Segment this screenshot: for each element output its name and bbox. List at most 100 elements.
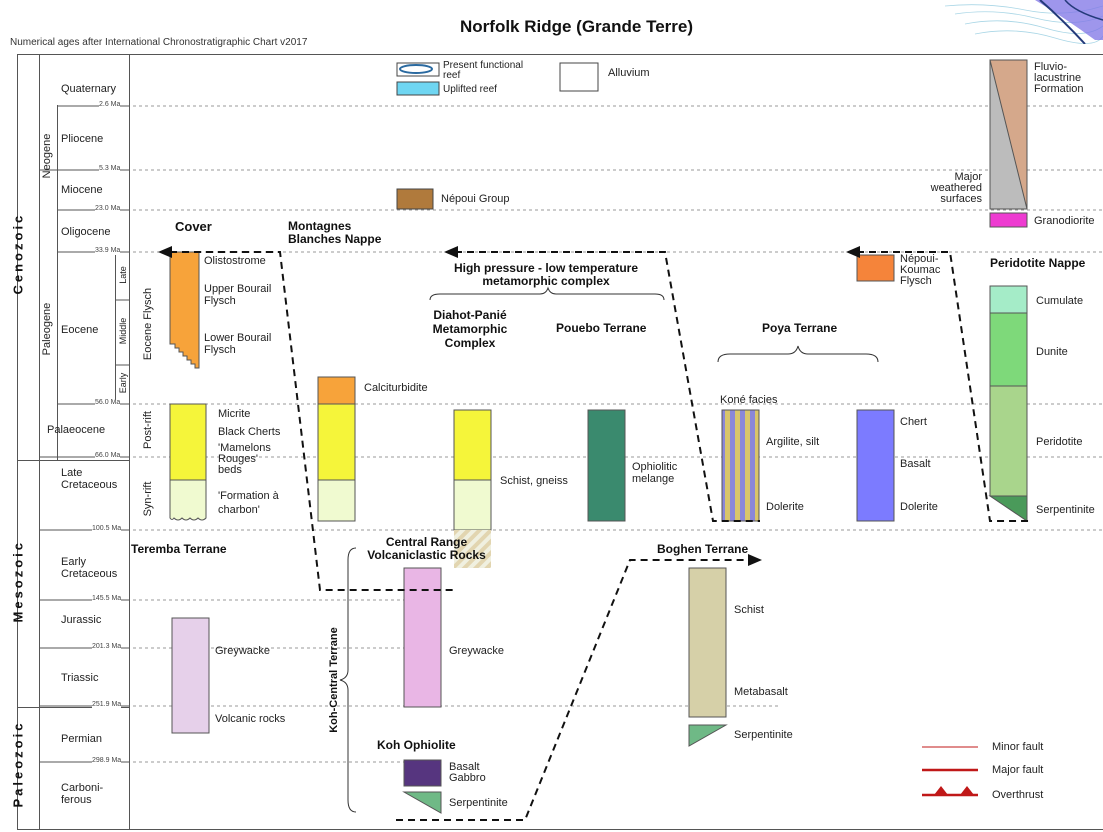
legend-overthrust-label: Overthrust [992, 789, 1044, 801]
age-label: 145.5 Ma [92, 595, 122, 603]
age-label: 56.0 Ma [95, 399, 121, 407]
formation-label: 'Formation à charbon' [218, 490, 279, 516]
peridotite-arrowhead [846, 246, 860, 258]
period-column-border [57, 105, 58, 461]
diahot-hatch-bar [454, 530, 491, 568]
argilite-label: Argilite, silt [766, 436, 820, 448]
epoch-eocene: Eocene [61, 324, 99, 336]
ophiolitic-melange-bar [587, 409, 626, 522]
calciturbidite-label: Calciturbidite [364, 382, 428, 394]
diahot-pale-bar [453, 479, 492, 531]
hp-title: High pressure - low temperature metamorp… [453, 261, 639, 288]
teremba-bar [171, 617, 210, 734]
eocene-flysch-label: Eocene Flysch [142, 287, 154, 361]
subepoch-column-border [115, 252, 116, 404]
nepoui-koumac-bar [856, 254, 895, 282]
age-label: 33.9 Ma [95, 247, 121, 255]
koh-central-label: Koh-Central Terrane [328, 627, 340, 733]
chert-label: Chert [900, 416, 927, 428]
micrite-label: Micrite [218, 408, 251, 420]
page-subtitle: Numerical ages after International Chron… [10, 37, 308, 48]
teremba-greywacke-label: Greywacke [215, 645, 271, 657]
epoch-carboniferous: Carboni-ferous [61, 782, 104, 806]
cover-arrowhead [158, 246, 172, 258]
granodiorite-bar [989, 212, 1028, 228]
poya-blue-bar [856, 409, 895, 522]
age-label: 201.3 Ma [92, 643, 122, 651]
kone-label: Koné facies [720, 394, 778, 406]
ophiolitic-label: Ophiolitic melange [632, 461, 678, 485]
legend-major-fault-label: Major fault [992, 764, 1044, 776]
diagram-frame [17, 54, 1103, 830]
basalt-label: Basalt [900, 458, 931, 470]
upper-bourail-label: Upper Bourail Flysch [204, 283, 272, 307]
montagnes-yellow-bar [317, 403, 356, 481]
boghen-title: Boghen Terrane [657, 542, 749, 556]
eocene-flysch-bar [169, 251, 200, 369]
epoch-early-cretaceous: Early Cretaceous [61, 556, 118, 580]
nepoui-koumac-label: Népoui-Koumac Flysch [900, 253, 941, 287]
hp-overthrust-line [455, 251, 760, 522]
basalt-gabbro-label: Basalt Gabbro [449, 761, 486, 784]
major-weathered-label: Major weathered surfaces [930, 171, 982, 205]
cover-title: Cover [175, 219, 212, 234]
epoch-late-cretaceous: Late Cretaceous [61, 467, 118, 491]
epoch-jurassic: Jurassic [61, 614, 102, 626]
age-label: 5.3 Ma [99, 165, 121, 173]
teremba-volcanic-label: Volcanic rocks [215, 713, 286, 725]
mamelons-label: 'Mamelons Rouges' beds [218, 442, 271, 476]
montagnes-pale-bar [317, 479, 356, 522]
dunite-label: Dunite [1036, 346, 1068, 358]
epoch-palaeocene: Palaeocene [47, 424, 106, 436]
age-label: 23.0 Ma [95, 205, 121, 213]
legend-uplifted-reef-label: Uplifted reef [443, 84, 497, 95]
serpentinite-label: Serpentinite [1036, 504, 1095, 516]
central-greywacke-label: Greywacke [449, 645, 505, 657]
kone-facies-bar [721, 409, 760, 522]
central-title: Central Range Volcaniclastic Rocks [367, 535, 486, 562]
epoch-column-border [129, 54, 130, 830]
hp-brace [429, 286, 665, 301]
serpentinite-triangle [988, 495, 1028, 522]
montagnes-title: Montagnes Blanches Nappe [288, 219, 382, 246]
black-cherts-label: Black Cherts [218, 426, 281, 438]
legend-uplifted-reef-swatch [396, 81, 440, 96]
legend-alluvium-swatch [559, 62, 599, 92]
overthrust-tooth [960, 786, 974, 795]
fluvio-triangle [989, 59, 1028, 210]
dolerite2-label: Dolerite [900, 501, 938, 513]
poya-title: Poya Terrane [762, 321, 838, 335]
epoch-miocene: Miocene [61, 184, 103, 196]
legend-present-reef-label: Present functional reef [443, 60, 524, 81]
calciturbidite-bar [317, 376, 356, 405]
boghen-overthrust-line [396, 559, 752, 821]
legend-nepoui-group-label: Népoui Group [441, 193, 510, 205]
syn-rift-label: Syn-rift [142, 481, 154, 517]
boghen-serpentinite-label: Serpentinite [734, 729, 793, 741]
epoch-quaternary: Quaternary [61, 83, 117, 95]
age-label: 251.9 Ma [92, 701, 122, 709]
overthrust-tooth [934, 786, 948, 795]
era-boundary-paleozoic [17, 707, 130, 708]
diahot-yellow-bar [453, 409, 492, 481]
epoch-permian: Permian [61, 733, 102, 745]
granodiorite-label: Granodiorite [1034, 215, 1095, 227]
teremba-title: Teremba Terrane [131, 542, 227, 556]
peridotite-overthrust-line [857, 251, 1030, 522]
era-boundary-mesozoic [17, 460, 130, 461]
age-label: 66.0 Ma [95, 452, 121, 460]
koh-serpentinite-label: Serpentinite [449, 797, 508, 809]
cumulate-bar [989, 285, 1028, 314]
legend-minor-fault-label: Minor fault [992, 741, 1044, 753]
boghen-metabasalt-label: Metabasalt [734, 686, 788, 698]
legend-present-reef-ring [399, 64, 433, 74]
boghen-schist-bar [688, 567, 727, 718]
dolerite1-label: Dolerite [766, 501, 804, 513]
cover-overthrust-line [170, 251, 455, 591]
poya-brace [717, 345, 879, 363]
koh-ophiolite-title: Koh Ophiolite [377, 738, 456, 752]
fluvio-label: Fluvio-lacustrine Formation [1034, 61, 1084, 95]
age-label: 298.9 Ma [92, 757, 122, 765]
